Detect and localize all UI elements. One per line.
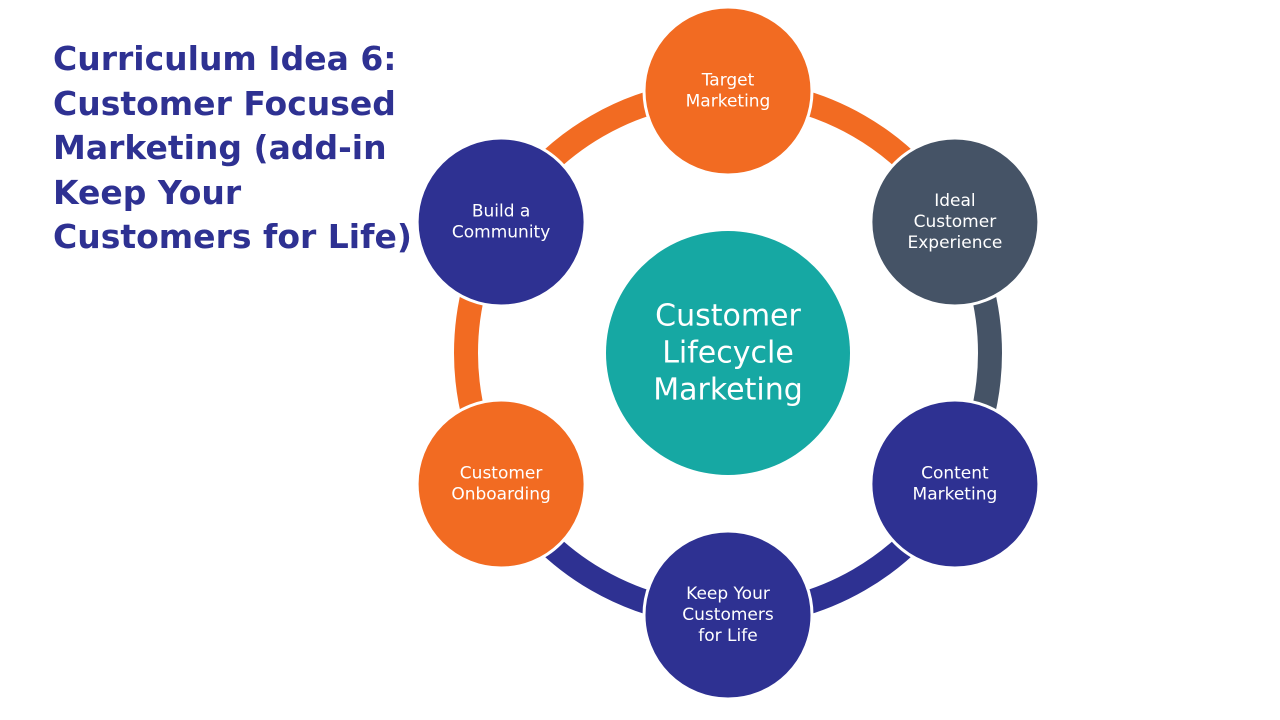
cycle-node-label: for Life	[698, 626, 757, 646]
title-line: Keep Your	[53, 172, 242, 212]
cycle-node-label: Experience	[907, 233, 1002, 253]
cycle-node-label: Onboarding	[451, 485, 551, 505]
cycle-node-circle	[869, 398, 1041, 570]
cycle-node-label: Marketing	[913, 485, 998, 505]
cycle-node-label: Ideal	[934, 191, 975, 211]
cycle-node-label: Marketing	[686, 92, 771, 112]
slide-title: Curriculum Idea 6: Customer Focused Mark…	[53, 37, 413, 260]
cycle-node-label: Build a	[472, 202, 531, 222]
cycle-nodes: TargetMarketingIdealCustomerExperienceCo…	[415, 5, 1041, 701]
cycle-node-circle	[415, 136, 587, 308]
cycle-node-circle	[642, 529, 814, 701]
cycle-node-label: Target	[701, 71, 755, 91]
cycle-node-label: Customer	[914, 212, 997, 232]
cycle-node-circle	[869, 136, 1041, 308]
title-line: Customer Focused	[53, 83, 396, 123]
title-line: Customers for Life)	[53, 217, 412, 256]
cycle-node-label: Keep Your	[686, 584, 770, 604]
cycle-node-circle	[642, 5, 814, 177]
title-line: Curriculum Idea 6:	[53, 39, 397, 78]
cycle-node-circle	[415, 398, 587, 570]
center-hub-label: Lifecycle	[662, 336, 794, 371]
cycle-node-label: Content	[921, 464, 989, 484]
cycle-node-label: Community	[452, 223, 550, 243]
center-hub-label: Customer	[655, 299, 801, 334]
center-hub-label: Marketing	[653, 373, 803, 408]
center-hub-circle	[606, 231, 850, 475]
cycle-node-label: Customer	[460, 464, 543, 484]
title-line: Marketing (add-in	[53, 128, 387, 167]
cycle-node-label: Customers	[682, 605, 774, 625]
